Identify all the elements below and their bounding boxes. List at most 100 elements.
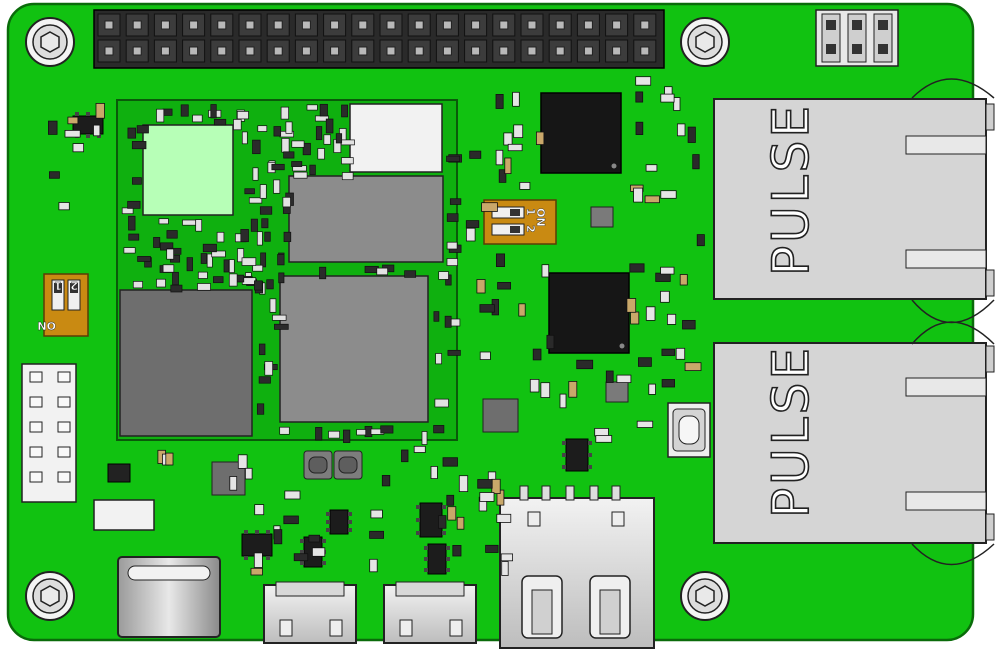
smd-component [127,200,141,209]
smd-component [616,374,632,384]
module-passives [121,103,462,445]
smd-component [309,164,316,176]
smd-component [200,253,207,264]
smd-component [192,114,203,123]
smd-component [435,353,442,365]
smd-component [442,457,458,467]
smd-component [479,492,495,502]
smd-component [341,157,354,165]
smd-component [495,94,504,109]
smd-component [446,241,458,250]
smd-component [241,277,257,285]
smd-component [692,154,700,170]
ethernet-jack-bottom-label: PULSE [762,345,820,518]
smd-component [684,362,702,372]
smd-component [241,257,257,266]
smd-component [248,197,263,204]
module-pad [142,124,234,216]
soic-ic [329,509,349,535]
smd-component [630,311,640,325]
smd-component [696,234,705,247]
smd-component [661,379,675,388]
smd-component [503,132,513,146]
smd-component [273,179,281,194]
smd-component [250,567,263,576]
smd-component [132,281,143,289]
smd-component [206,253,213,268]
debug-pin [57,421,71,433]
smd-component [252,167,259,181]
smd-component [58,202,70,211]
smd-component [335,133,343,144]
smd-component [449,198,462,205]
smd-component [172,271,179,286]
reset-button [667,402,711,458]
smd-component [438,515,447,529]
soic-ic [565,438,589,472]
network-controller-chip [540,92,622,174]
smd-component [123,247,136,254]
smd-component [319,103,328,117]
smd-component [254,504,265,516]
smd-component [568,380,578,398]
smd-component [433,311,440,322]
smd-component [648,383,656,395]
smd-component [645,306,656,321]
smd-component [280,106,289,120]
smd-component [369,558,378,573]
smd-component [228,259,235,273]
smd-component [513,124,524,139]
smd-component [237,454,248,469]
micro-usb-port-1 [263,581,357,644]
smd-component [153,237,161,248]
smd-component [202,243,217,253]
smd-component [576,359,594,370]
smd-component [660,93,675,103]
smd-component [644,195,660,204]
smd-component [240,229,249,243]
smd-component [319,266,327,280]
module-processor [119,289,253,437]
smd-component [283,151,295,159]
smd-component [594,427,609,437]
inductors [303,450,363,480]
smd-component [269,298,277,313]
smd-component [541,264,550,278]
smd-component [258,343,266,356]
smd-component [273,529,283,545]
dip-switch-center-on-label: ON [534,208,547,227]
smd-component [95,103,105,119]
soic-ic [427,543,447,575]
module-chip-1 [288,175,444,263]
smd-component [216,231,225,243]
smd-component [128,215,136,231]
smd-component [285,121,293,134]
smd-component [137,256,151,262]
smd-component [529,378,540,393]
smd-component [673,97,681,111]
smd-component [626,298,637,313]
dip-switch-left-num-1: 1 [54,279,62,292]
smd-component [404,270,417,278]
smd-component [260,252,267,268]
smd-component [156,108,165,123]
smd-component [162,264,175,273]
smd-component [257,125,268,132]
smd-component [512,91,520,107]
smd-component [458,475,469,493]
smd-component [446,213,459,222]
smd-component [497,281,512,290]
usb-a-port [499,485,655,649]
smd-component [635,76,652,86]
smd-component [540,382,551,398]
smd-component [278,272,285,284]
smd-component [293,171,308,179]
smd-component [252,139,261,155]
smd-component [281,138,290,153]
smd-component [341,172,354,181]
smd-component [495,149,504,166]
smd-component [259,184,267,199]
smd-component [266,279,274,290]
